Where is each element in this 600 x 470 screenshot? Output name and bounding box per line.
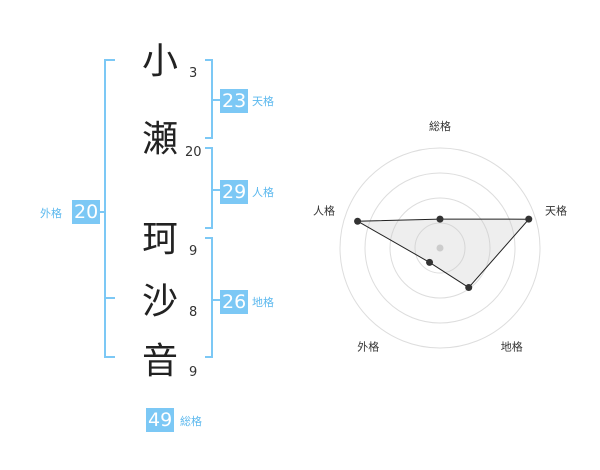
radar-points (354, 215, 533, 292)
stroke-count-given-3: 9 (189, 365, 198, 380)
radar-rings (339, 147, 541, 349)
stroke-count-surname-1: 3 (189, 66, 198, 81)
radar-point-3 (426, 258, 434, 266)
radar-axis-label-4: 人格 (313, 203, 335, 217)
gaikaku-badge: 20 (72, 200, 101, 224)
radar-ring-2 (389, 197, 491, 299)
stroke-count-given-2: 8 (189, 305, 198, 320)
soukaku-label: 総格 (180, 415, 202, 428)
radar-axis-label-3: 外格 (357, 340, 379, 354)
kanji-given-2: 沙 (141, 281, 178, 322)
bracket-lines (100, 59, 220, 358)
jinkaku-badge: 29 (220, 180, 249, 204)
radar-point-2 (465, 284, 473, 292)
chikaku-badge: 26 (220, 290, 249, 314)
tenkaku-label: 天格 (252, 95, 274, 108)
radar-center-dot (436, 244, 444, 252)
kanji-given-1: 珂 (141, 219, 178, 260)
radar-point-0 (436, 215, 444, 223)
kanji-surname-2: 瀬 (141, 119, 178, 160)
radar-point-4 (354, 217, 362, 225)
soukaku-badge: 49 (146, 408, 175, 432)
radar-ring-4 (339, 147, 541, 349)
radar-point-1 (525, 215, 533, 223)
stroke-count-surname-2: 20 (185, 145, 202, 160)
radar-axis-label-2: 地格 (501, 340, 523, 354)
jinkaku-label: 人格 (252, 186, 274, 199)
kanji-given-3: 音 (141, 341, 178, 382)
radar-ring-1 (414, 222, 466, 274)
radar-ring-3 (364, 172, 516, 324)
radar-axis-label-0: 総格 (429, 119, 451, 133)
gaikaku-label: 外格 (40, 207, 62, 220)
radar-score-polygon (355, 218, 530, 289)
tenkaku-badge: 23 (220, 89, 249, 113)
chikaku-label: 地格 (252, 296, 274, 309)
stroke-count-given-1: 9 (189, 244, 198, 259)
kanji-surname-1: 小 (141, 41, 178, 82)
radar-axis-label-1: 天格 (545, 203, 567, 217)
